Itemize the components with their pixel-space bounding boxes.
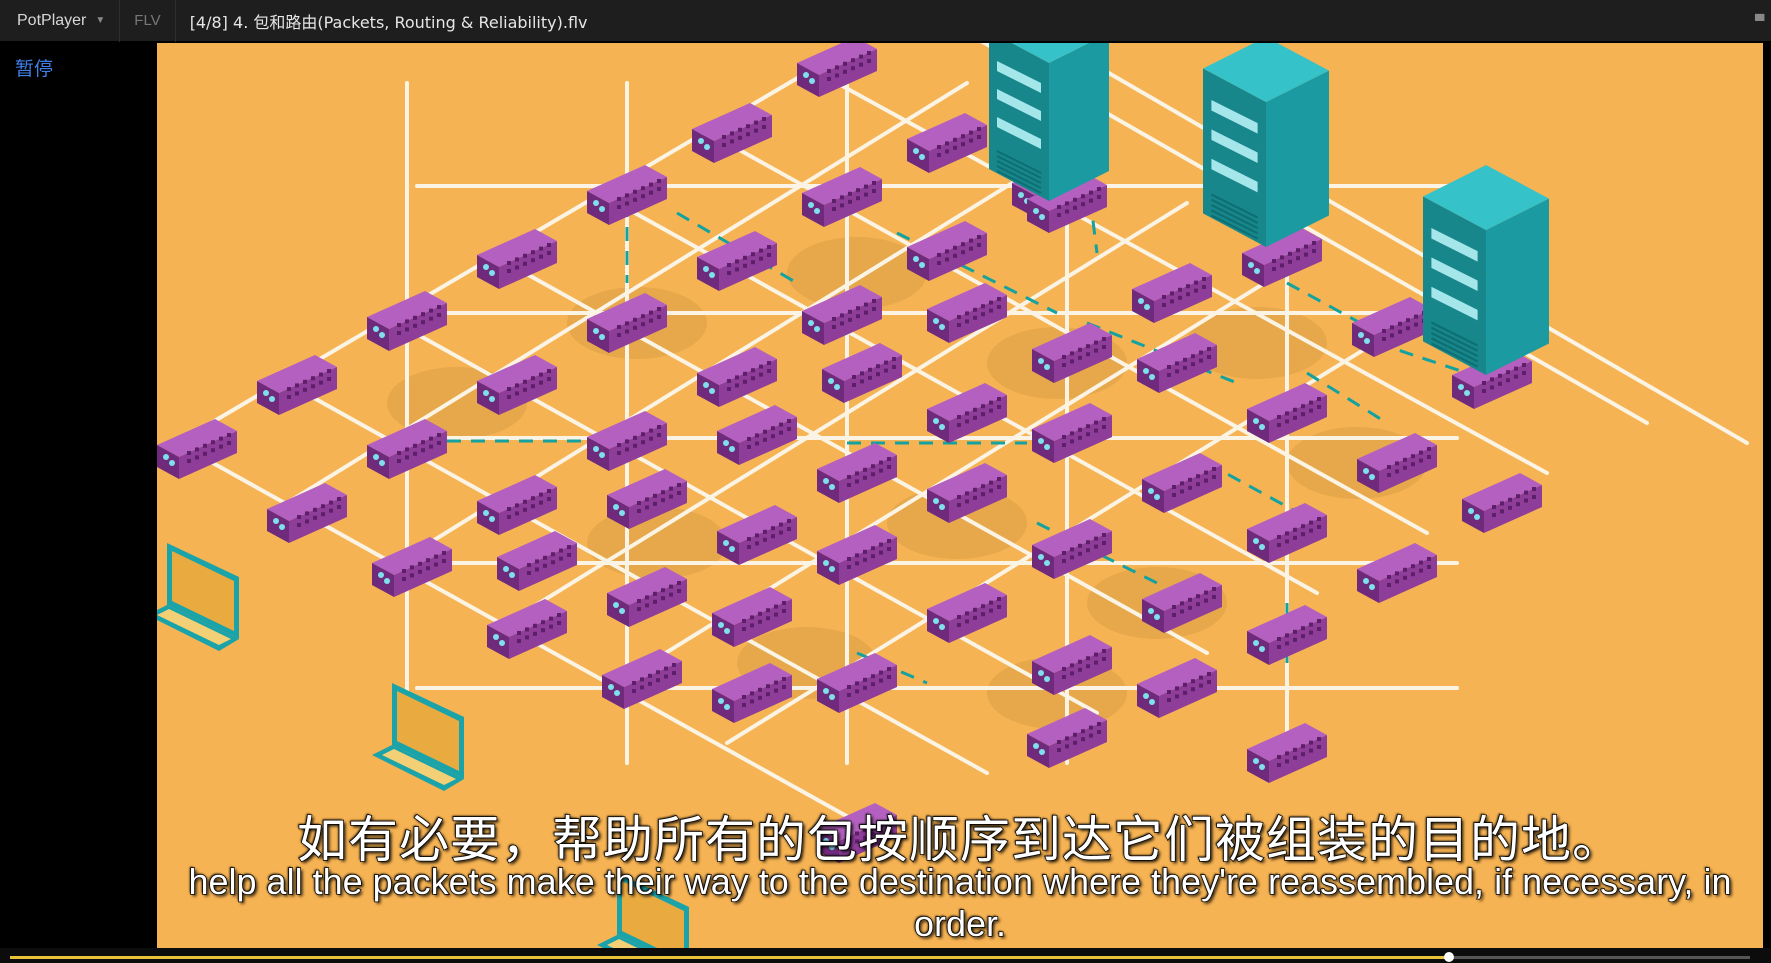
router-icon [712, 663, 792, 723]
router-icon [1357, 433, 1437, 493]
router-icon [607, 567, 687, 627]
laptop-icon [372, 683, 464, 791]
server-icon [1203, 43, 1329, 247]
router-icon [257, 355, 337, 415]
router-icon [802, 167, 882, 227]
app-name: PotPlayer [17, 11, 87, 29]
server-icon [1423, 165, 1549, 375]
router-icon [1032, 323, 1112, 383]
router-icon [817, 525, 897, 585]
router-icon [1247, 383, 1327, 443]
router-icon [1247, 503, 1327, 563]
network-link [1055, 43, 1749, 445]
subtitle-chinese: 如有必要，帮助所有的包按顺序到达它们被组装的目的地。 [296, 810, 1623, 870]
router-icon [1462, 473, 1542, 533]
router-icon [367, 419, 447, 479]
router-icon [372, 537, 452, 597]
router-icon [1247, 723, 1327, 783]
router-icon [1137, 658, 1217, 718]
router-icon [477, 475, 557, 535]
router-icon [1032, 403, 1112, 463]
seek-track[interactable] [10, 952, 1750, 962]
pin-icon[interactable]: ▀ [1755, 14, 1765, 28]
router-icon [817, 443, 897, 503]
router-icon [487, 599, 567, 659]
seek-thumb[interactable] [1443, 952, 1454, 962]
router-icon [157, 419, 237, 479]
video-scene [157, 43, 1749, 948]
laptop-icon [597, 873, 689, 948]
router-icon [1142, 453, 1222, 513]
router-icon [717, 405, 797, 465]
router-icon [607, 469, 687, 529]
router-icon [817, 803, 897, 863]
title-bar: PotPlayer ▼ FLV [4/8] 4. 包和路由(Packets, R… [0, 0, 1771, 42]
router-icon [1242, 227, 1322, 287]
router-icon [797, 43, 877, 97]
router-icon [802, 285, 882, 345]
router-icon [717, 505, 797, 565]
active-link [1376, 341, 1468, 375]
router-icon [1357, 543, 1437, 603]
playback-status: 暂停 [15, 58, 54, 80]
chevron-down-icon: ▼ [95, 15, 106, 26]
video-frame[interactable]: 如有必要，帮助所有的包按顺序到达它们被组装的目的地。 help all the … [157, 43, 1763, 948]
router-icon [477, 229, 557, 289]
shadow-blob [587, 507, 727, 579]
subtitle-english: help all the packets make their way to t… [188, 860, 1733, 945]
network-link [505, 201, 1189, 625]
router-icon [497, 531, 577, 591]
router-icon [907, 221, 987, 281]
router-icon [587, 293, 667, 353]
router-icon [697, 347, 777, 407]
router-icon [712, 587, 792, 647]
router-icon [927, 583, 1007, 643]
router-icon [1027, 708, 1107, 768]
server-icon [989, 43, 1109, 201]
router-icon [927, 383, 1007, 443]
window-title: [4/8] 4. 包和路由(Packets, Routing & Reliabi… [189, 12, 588, 32]
router-icon [1032, 635, 1112, 695]
router-icon [1032, 519, 1112, 579]
router-icon [907, 113, 987, 173]
seek-progress [10, 956, 1449, 959]
app-menu-button[interactable]: PotPlayer ▼ [0, 0, 121, 42]
laptop-icon [157, 543, 239, 651]
router-icon [822, 343, 902, 403]
router-icon [1132, 263, 1212, 323]
shadow-blob [887, 487, 1027, 559]
router-icon [367, 291, 447, 351]
shadow-blob [1187, 307, 1327, 379]
router-icon [602, 649, 682, 709]
router-icon [1352, 297, 1432, 357]
router-icon [927, 283, 1007, 343]
router-icon [817, 653, 897, 713]
router-icon [267, 483, 347, 543]
router-icon [587, 411, 667, 471]
router-icon [927, 463, 1007, 523]
active-link [1306, 371, 1388, 425]
router-icon [1137, 333, 1217, 393]
router-icon [1142, 573, 1222, 633]
router-icon [1247, 605, 1327, 665]
router-icon [697, 231, 777, 291]
router-icon [587, 165, 667, 225]
router-icon [477, 355, 557, 415]
format-label: FLV [120, 0, 176, 42]
seek-bar[interactable] [0, 948, 1771, 963]
router-icon [692, 103, 772, 163]
